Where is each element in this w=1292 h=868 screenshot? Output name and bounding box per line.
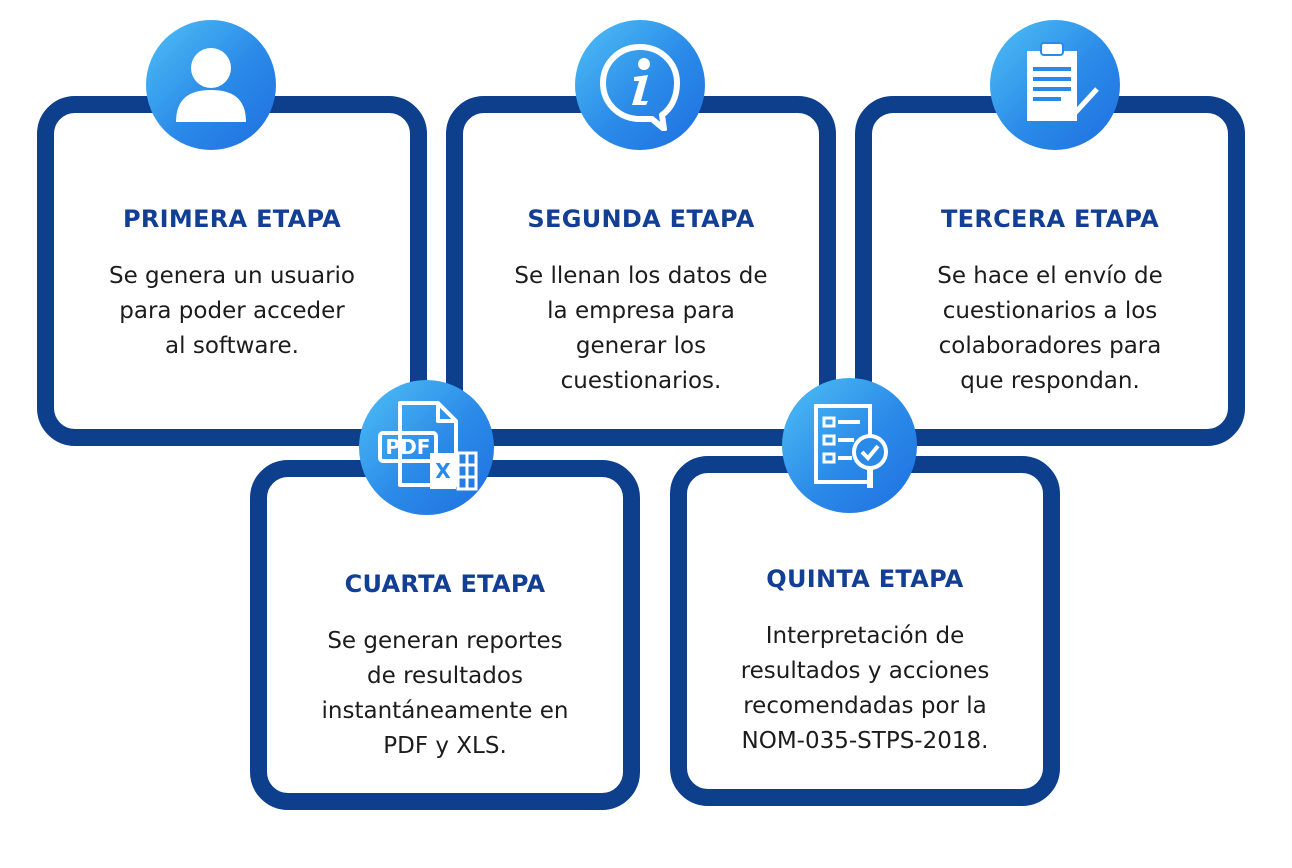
stage-card-tercera: TERCERA ETAPA Se hace el envío de cuesti… xyxy=(855,96,1245,446)
stage-desc-line: recomendadas por la xyxy=(743,693,987,719)
stage-desc-line: resultados y acciones xyxy=(740,658,990,684)
checklist-search-icon xyxy=(782,378,917,513)
info-chat-icon xyxy=(575,20,705,150)
stage-desc-line: Interpretación de xyxy=(765,623,965,649)
stage-desc-line: Se genera un usuario xyxy=(108,263,355,289)
stage-desc-line: instantáneamente en xyxy=(321,698,569,724)
stage-desc-line: Se llenan los datos de xyxy=(514,263,768,289)
stage-desc-line: Se generan reportes xyxy=(327,628,563,654)
stage-desc-line: la empresa para xyxy=(547,298,735,324)
stage-card-primera: PRIMERA ETAPA Se genera un usuario para … xyxy=(37,96,427,446)
stage-desc-line: al software. xyxy=(165,333,299,359)
stage-title: SEGUNDA ETAPA xyxy=(527,205,755,233)
stage-desc-line: de resultados xyxy=(367,663,523,689)
xls-label: X xyxy=(435,459,451,483)
stage-desc-line: generar los xyxy=(575,333,707,359)
stage-title: QUINTA ETAPA xyxy=(766,565,964,593)
stage-desc-line: colaboradores para xyxy=(938,333,1162,359)
stage-desc-line: cuestionarios a los xyxy=(942,298,1158,324)
stage-desc-line: NOM-035-STPS-2018. xyxy=(741,728,989,754)
stage-description: Se llenan los datos de la empresa para g… xyxy=(475,259,807,399)
stage-card-quinta: QUINTA ETAPA Interpretación de resultado… xyxy=(670,456,1060,806)
stage-desc-line: para poder acceder xyxy=(119,298,345,324)
stage-title: PRIMERA ETAPA xyxy=(122,205,342,233)
stage-title: CUARTA ETAPA xyxy=(344,570,546,598)
pdf-xls-icon: PDF X xyxy=(359,380,494,515)
pdf-label: PDF xyxy=(385,435,430,459)
stage-title: TERCERA ETAPA xyxy=(940,205,1159,233)
stage-description: Se hace el envío de cuestionarios a los … xyxy=(884,259,1216,399)
stage-desc-line: que respondan. xyxy=(960,368,1140,394)
stage-description: Interpretación de resultados y acciones … xyxy=(699,619,1031,759)
stage-description: Se genera un usuario para poder acceder … xyxy=(66,259,398,364)
stage-desc-line: Se hace el envío de xyxy=(937,263,1163,289)
clipboard-check-icon xyxy=(990,20,1120,150)
stage-card-segunda: SEGUNDA ETAPA Se llenan los datos de la … xyxy=(446,96,836,446)
stage-desc-line: PDF y XLS. xyxy=(383,733,507,759)
stage-card-cuarta: CUARTA ETAPA Se generan reportes de resu… xyxy=(250,460,640,810)
stage-desc-line: cuestionarios. xyxy=(560,368,722,394)
user-icon xyxy=(146,20,276,150)
stage-description: Se generan reportes de resultados instan… xyxy=(279,624,611,764)
